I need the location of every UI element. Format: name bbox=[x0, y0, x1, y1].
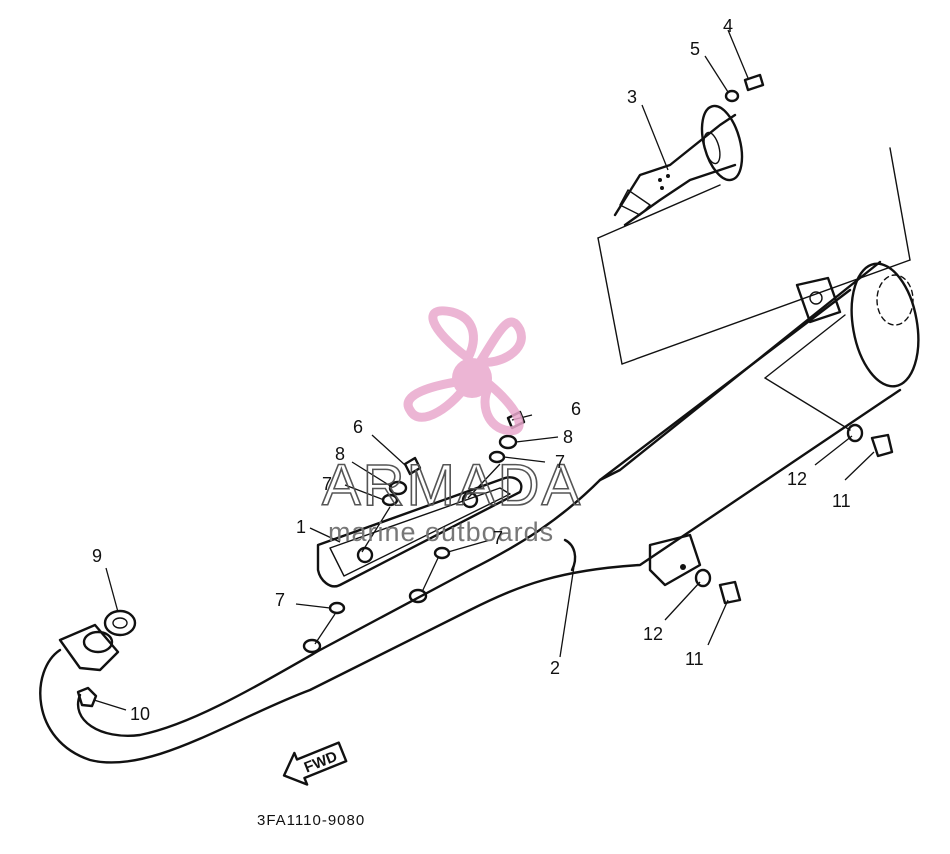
callout-7-left: 7 bbox=[322, 474, 332, 494]
callout-1: 1 bbox=[296, 517, 306, 537]
leader-lines bbox=[93, 29, 875, 711]
callout-9: 9 bbox=[92, 546, 102, 566]
callout-12-lower: 12 bbox=[643, 624, 663, 644]
drawing-code: 3FA1110-9080 bbox=[257, 812, 365, 829]
callout-6-right: 6 bbox=[571, 399, 581, 419]
callout-8-left: 8 bbox=[335, 444, 345, 464]
hardware bbox=[76, 73, 894, 708]
callout-7-lower: 7 bbox=[275, 590, 285, 610]
exhaust-pipe-muffler bbox=[39, 260, 920, 764]
callout-12-right: 12 bbox=[787, 469, 807, 489]
callout-11-right: 11 bbox=[832, 491, 851, 511]
propeller-logo bbox=[403, 306, 526, 436]
callout-4: 4 bbox=[723, 16, 733, 36]
assembly-guide-lines bbox=[597, 147, 911, 431]
callout-3: 3 bbox=[627, 87, 637, 107]
callout-5: 5 bbox=[690, 39, 700, 59]
tail-pipe bbox=[613, 104, 744, 227]
callout-8-right: 8 bbox=[563, 427, 573, 447]
callout-6-left: 6 bbox=[353, 417, 363, 437]
watermark: ARMADA marine outboards bbox=[321, 306, 582, 547]
callout-2: 2 bbox=[550, 658, 560, 678]
callout-labels: 4 5 3 6 6 8 8 7 7 7 7 1 9 10 2 12 11 12 … bbox=[92, 16, 851, 724]
callout-11-lower: 11 bbox=[685, 649, 704, 669]
callout-7-middle: 7 bbox=[493, 528, 503, 548]
watermark-brand: ARMADA bbox=[322, 453, 582, 518]
callout-7-right: 7 bbox=[555, 452, 565, 472]
forward-direction-arrow: FWD bbox=[282, 741, 348, 786]
heat-protector bbox=[316, 476, 523, 588]
watermark-tagline: marine outboards bbox=[328, 517, 554, 547]
callout-10: 10 bbox=[130, 704, 150, 724]
